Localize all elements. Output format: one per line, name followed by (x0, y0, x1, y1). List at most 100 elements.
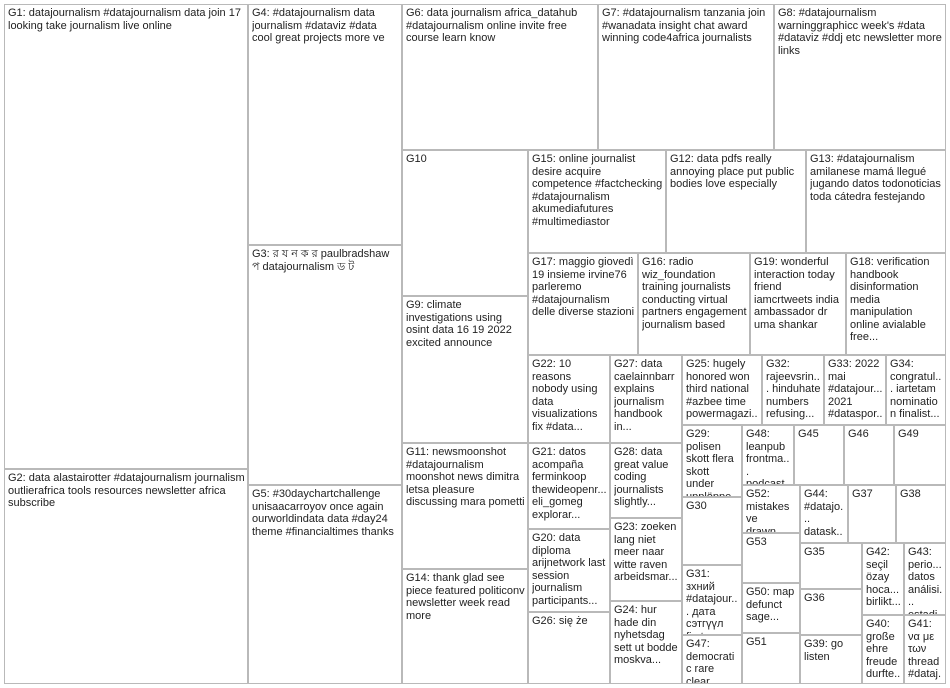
group-g23-label: G23: zoeken lang niet meer naar witte ra… (614, 521, 679, 584)
group-g2-label: G2: data alastairotter #datajournalism j… (8, 472, 245, 510)
group-g53[interactable]: G53 (742, 533, 800, 583)
group-g7-label: G7: #datajournalism tanzania join #wanad… (602, 7, 771, 45)
group-g29[interactable]: G29: polisen skott flera skott under upp… (682, 425, 742, 497)
group-g11-label: G11: newsmoonshot #datajournalism moonsh… (406, 446, 525, 509)
group-g9[interactable]: G9: climate investigations using osint d… (402, 296, 528, 443)
group-g39-label: G39: go listen (804, 638, 859, 663)
group-g21-label: G21: datos acompaña ferminkoop thewideop… (532, 446, 607, 521)
group-g39[interactable]: G39: go listen (800, 635, 862, 684)
group-g46-label: G46 (848, 428, 891, 441)
group-g5-label: G5: #30daychartchallenge unisaacarroyov … (252, 488, 399, 538)
group-g44-label: G44: #datajo... datask... latest... (804, 488, 845, 543)
group-g52[interactable]: G52: mistakes ve drawn... (742, 485, 800, 533)
group-g7[interactable]: G7: #datajournalism tanzania join #wanad… (598, 4, 774, 150)
group-g28-label: G28: data great value coding journalists… (614, 446, 679, 509)
group-g1[interactable]: G1: datajournalism #datajournalism data … (4, 4, 248, 469)
group-g32-label: G32: rajeevsrin... hinduhate numbers ref… (766, 358, 821, 421)
group-g51-label: G51 (746, 636, 797, 649)
group-g28[interactable]: G28: data great value coding journalists… (610, 443, 682, 518)
group-g16[interactable]: G16: radio wiz_foundation training journ… (638, 253, 750, 355)
group-g14[interactable]: G14: thank glad see piece featured polit… (402, 569, 528, 684)
group-g33[interactable]: G33: 2022 mai #datajour... 2021 #dataspo… (824, 355, 886, 425)
group-g17[interactable]: G17: maggio giovedì 19 insieme irvine76 … (528, 253, 638, 355)
group-g5[interactable]: G5: #30daychartchallenge unisaacarroyov … (248, 485, 402, 684)
group-g48-label: G48: leanpub frontma... podcast... (746, 428, 791, 485)
group-g40-label: G40: große ehre freude durfte... (866, 618, 901, 684)
group-g12[interactable]: G12: data pdfs really annoying place put… (666, 150, 806, 253)
group-g48[interactable]: G48: leanpub frontma... podcast... (742, 425, 794, 485)
group-g16-label: G16: radio wiz_foundation training journ… (642, 256, 747, 331)
group-g10-label: G10 (406, 153, 525, 166)
group-g38[interactable]: G38 (896, 485, 946, 543)
group-g24-label: G24: hur hade din nyhetsdag sett ut bodd… (614, 604, 679, 667)
group-g34[interactable]: G34: congratul... iartetam nomination fi… (886, 355, 946, 425)
group-g9-label: G9: climate investigations using osint d… (406, 299, 525, 349)
group-g44[interactable]: G44: #datajo... datask... latest... (800, 485, 848, 543)
group-g42[interactable]: G42: seçil özay hoca... birlikt... (862, 543, 904, 615)
group-g51[interactable]: G51 (742, 633, 800, 684)
group-g27[interactable]: G27: data caelainnbarr explains journali… (610, 355, 682, 443)
group-g25-label: G25: hugely honored won third national #… (686, 358, 759, 425)
group-g21[interactable]: G21: datos acompaña ferminkoop thewideop… (528, 443, 610, 529)
group-g15[interactable]: G15: online journalist desire acquire co… (528, 150, 666, 253)
group-g1-label: G1: datajournalism #datajournalism data … (8, 7, 245, 32)
group-g43-label: G43: perio... datos análisi... estadi... (908, 546, 943, 615)
group-g35[interactable]: G35 (800, 543, 862, 589)
group-g3[interactable]: G3: র য ন ক র paulbradshaw প datajournal… (248, 245, 402, 485)
group-g8-label: G8: #datajournalism warninggraphicc week… (778, 7, 943, 57)
group-g24[interactable]: G24: hur hade din nyhetsdag sett ut bodd… (610, 601, 682, 684)
group-g35-label: G35 (804, 546, 859, 559)
group-g10[interactable]: G10 (402, 150, 528, 296)
group-g53-label: G53 (746, 536, 797, 549)
group-g19-label: G19: wonderful interaction today friend … (754, 256, 843, 331)
group-g47-label: G47: democratic rare clear... (686, 638, 739, 684)
group-g50[interactable]: G50: map defunct sage... (742, 583, 800, 633)
group-g30[interactable]: G30 (682, 497, 742, 565)
group-g50-label: G50: map defunct sage... (746, 586, 797, 624)
group-g18-label: G18: verification handbook disinformatio… (850, 256, 943, 344)
group-g6[interactable]: G6: data journalism africa_datahub #data… (402, 4, 598, 150)
group-g36[interactable]: G36 (800, 589, 862, 635)
group-g15-label: G15: online journalist desire acquire co… (532, 153, 663, 228)
group-g8[interactable]: G8: #datajournalism warninggraphicc week… (774, 4, 946, 150)
group-g22[interactable]: G22: 10 reasons nobody using data visual… (528, 355, 610, 443)
group-g49[interactable]: G49 (894, 425, 946, 485)
group-g3-label: G3: র য ন ক র paulbradshaw প datajournal… (252, 248, 399, 273)
group-g49-label: G49 (898, 428, 943, 441)
group-g11[interactable]: G11: newsmoonshot #datajournalism moonsh… (402, 443, 528, 569)
group-g47[interactable]: G47: democratic rare clear... (682, 635, 742, 684)
group-g26[interactable]: G26: się że (528, 612, 610, 684)
group-g12-label: G12: data pdfs really annoying place put… (670, 153, 803, 191)
group-g25[interactable]: G25: hugely honored won third national #… (682, 355, 762, 425)
group-g43[interactable]: G43: perio... datos análisi... estadi... (904, 543, 946, 615)
group-g46[interactable]: G46 (844, 425, 894, 485)
group-g17-label: G17: maggio giovedì 19 insieme irvine76 … (532, 256, 635, 319)
group-g38-label: G38 (900, 488, 943, 501)
group-g36-label: G36 (804, 592, 859, 605)
group-g13[interactable]: G13: #datajournalism amilanese mamá lleg… (806, 150, 946, 253)
group-g4-label: G4: #datajournalism data journalism #dat… (252, 7, 399, 45)
group-g41-label: G41: να με των thread #dataj... (908, 618, 943, 684)
group-g4[interactable]: G4: #datajournalism data journalism #dat… (248, 4, 402, 245)
group-g2[interactable]: G2: data alastairotter #datajournalism j… (4, 469, 248, 684)
group-g22-label: G22: 10 reasons nobody using data visual… (532, 358, 607, 433)
group-g31-label: G31: зхний #datajour... дата сэтгүүл fir… (686, 568, 739, 635)
group-g19[interactable]: G19: wonderful interaction today friend … (750, 253, 846, 355)
group-g31[interactable]: G31: зхний #datajour... дата сэтгүүл fir… (682, 565, 742, 635)
group-g14-label: G14: thank glad see piece featured polit… (406, 572, 525, 622)
group-g20[interactable]: G20: data diploma arijnetwork last sessi… (528, 529, 610, 612)
group-g32[interactable]: G32: rajeevsrin... hinduhate numbers ref… (762, 355, 824, 425)
group-g23[interactable]: G23: zoeken lang niet meer naar witte ra… (610, 518, 682, 601)
group-g41[interactable]: G41: να με των thread #dataj... (904, 615, 946, 684)
group-g37[interactable]: G37 (848, 485, 896, 543)
group-g33-label: G33: 2022 mai #datajour... 2021 #dataspo… (828, 358, 883, 425)
group-g27-label: G27: data caelainnbarr explains journali… (614, 358, 679, 433)
group-g34-label: G34: congratul... iartetam nomination fi… (890, 358, 943, 421)
group-g18[interactable]: G18: verification handbook disinformatio… (846, 253, 946, 355)
group-g40[interactable]: G40: große ehre freude durfte... (862, 615, 904, 684)
group-g52-label: G52: mistakes ve drawn... (746, 488, 797, 533)
group-g45[interactable]: G45 (794, 425, 844, 485)
group-g42-label: G42: seçil özay hoca... birlikt... (866, 546, 901, 609)
group-g26-label: G26: się że (532, 615, 607, 628)
